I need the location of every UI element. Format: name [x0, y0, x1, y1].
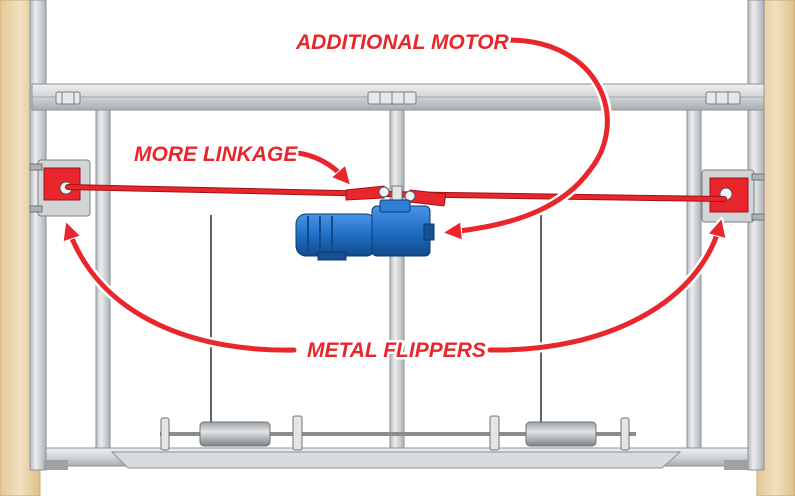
lower-tray [110, 451, 682, 469]
right-frame-upright [747, 0, 765, 471]
bottom-cylinder-left [199, 421, 271, 447]
hinge-right [705, 91, 741, 105]
label-metal-flippers: METAL FLIPPERS [307, 339, 486, 362]
label-more-linkage: MORE LINKAGE [134, 143, 298, 166]
electric-motor-icon [295, 199, 435, 261]
right-flipper-bracket [701, 169, 765, 223]
bottom-cylinder-right [525, 421, 597, 447]
center-linkage-arms [345, 185, 447, 211]
hinge-left [55, 91, 81, 105]
left-frame-upright [29, 0, 47, 471]
shaft-flipper-disks [160, 415, 630, 451]
left-flipper-bracket [29, 159, 91, 217]
label-additional-motor: ADDITIONAL MOTOR [295, 31, 510, 54]
more-linkage-arrow [285, 147, 351, 185]
inner-post-center [389, 109, 405, 449]
hinge-center [367, 91, 417, 105]
